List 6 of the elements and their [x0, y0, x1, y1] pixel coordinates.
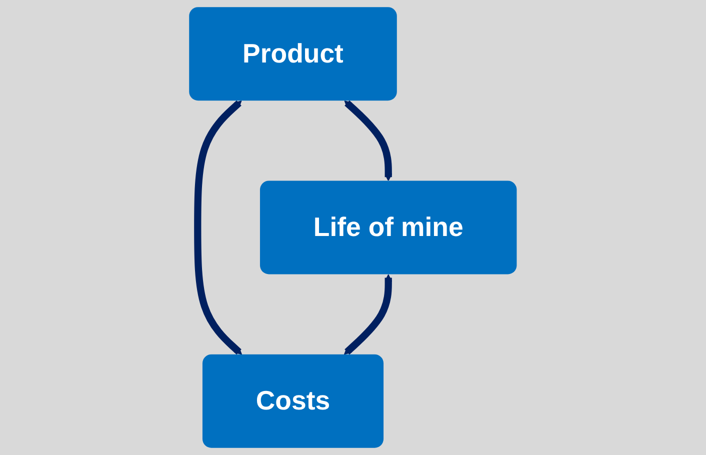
- arrow: [344, 274, 392, 355]
- node-box: Product: [189, 7, 397, 101]
- arrow: [344, 100, 392, 182]
- node-box: Costs: [202, 354, 384, 448]
- node-box: Life of mine: [260, 180, 517, 274]
- arrow: [194, 100, 242, 355]
